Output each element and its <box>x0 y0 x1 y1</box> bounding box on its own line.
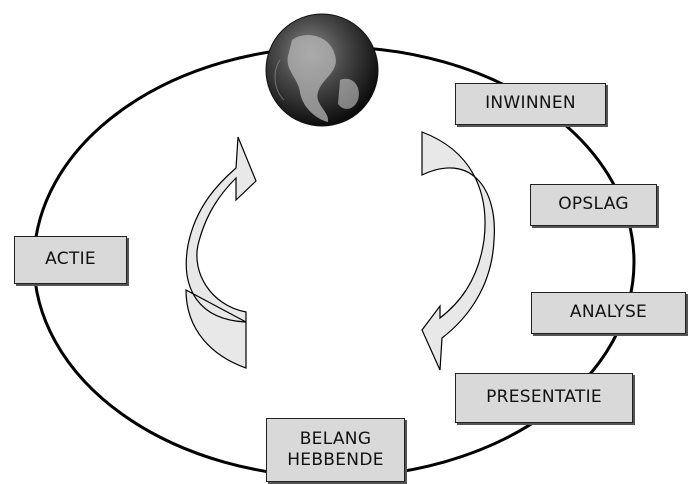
step-inwinnen: INWINNEN <box>455 83 606 125</box>
curved-arrow-up-icon <box>185 136 257 369</box>
step-analyse: ANALYSE <box>531 292 686 334</box>
step-analyse-label: ANALYSE <box>569 302 648 323</box>
step-presentatie: PRESENTATIE <box>455 373 633 423</box>
globe-icon <box>265 13 379 127</box>
step-actie-label: ACTIE <box>45 249 96 270</box>
step-opslag: OPSLAG <box>530 184 657 226</box>
step-opslag-label: OPSLAG <box>558 194 629 215</box>
step-inwinnen-label: INWINNEN <box>485 93 576 114</box>
step-actie: ACTIE <box>14 236 127 284</box>
step-belang-label-line1: BELANG <box>299 428 372 449</box>
step-belang-label-line2: HEBBENDE <box>287 450 384 470</box>
step-presentatie-label: PRESENTATIE <box>486 387 602 408</box>
curved-arrow-down-icon <box>421 131 495 371</box>
step-belang-hebbende: BELANG HEBBENDE <box>266 418 405 482</box>
